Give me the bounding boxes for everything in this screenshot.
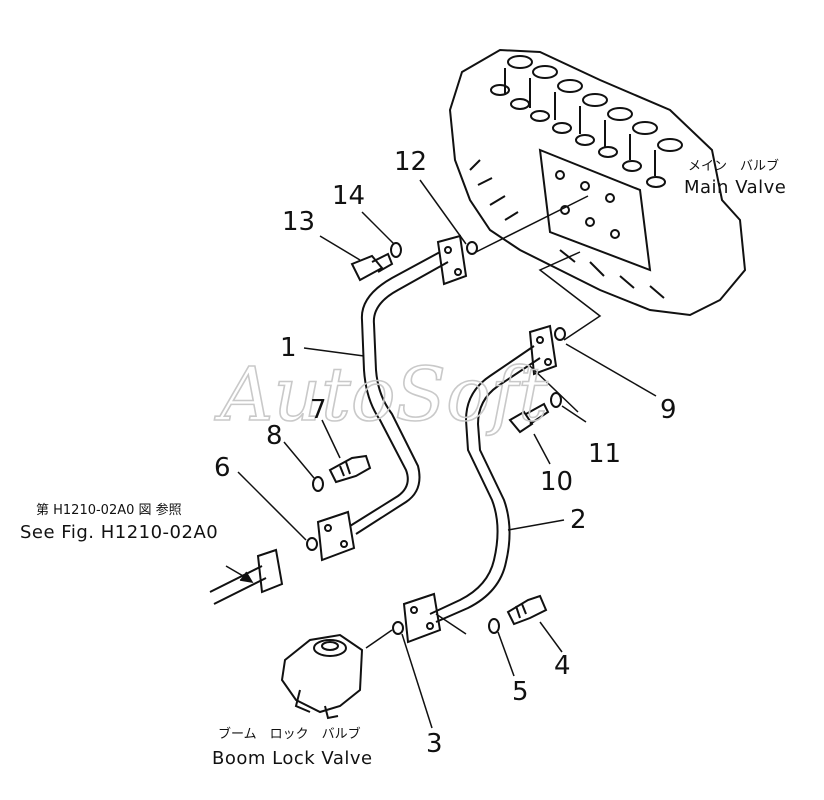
bolt-4: [506, 594, 548, 626]
main-valve-label-jp: メイン バルブ: [688, 158, 779, 174]
part-number-14: 14: [332, 181, 365, 211]
washer-14: [390, 242, 402, 258]
part-number-10: 10: [540, 467, 573, 497]
boom-lock-valve-label-en: Boom Lock Valve: [212, 748, 373, 769]
flange-3: [402, 592, 442, 644]
pipe-2: [429, 345, 541, 623]
o-ring-12: [466, 241, 478, 255]
part-number-callouts: 1 2 3 4 5 6 7 8 9 10 11 12 13 14: [214, 147, 677, 759]
part-number-13: 13: [282, 207, 315, 237]
boom-lock-valve-illustration: [280, 633, 364, 720]
o-ring-3: [392, 621, 404, 635]
part-number-12: 12: [394, 147, 427, 177]
part-number-11: 11: [588, 439, 621, 469]
part-number-8: 8: [266, 421, 283, 451]
pipe-1: [349, 251, 449, 535]
washer-5: [488, 618, 500, 634]
part-number-4: 4: [554, 651, 571, 681]
main-valve-label-en: Main Valve: [684, 177, 786, 198]
part-number-2: 2: [570, 505, 587, 535]
part-number-1: 1: [280, 333, 297, 363]
part-number-6: 6: [214, 453, 231, 483]
leader-lines: [225, 179, 657, 729]
part-number-5: 5: [512, 677, 529, 707]
main-valve-illustration: [448, 48, 747, 317]
reference-label-jp: 第 H1210-02A0 図 参照: [36, 502, 182, 518]
boom-lock-valve-label-jp: ブーム ロック バルブ: [218, 726, 361, 742]
part-number-9: 9: [660, 395, 677, 425]
washer-11: [550, 392, 562, 408]
o-ring-6: [306, 537, 318, 551]
bolt-7: [328, 454, 372, 484]
bolt-10: [508, 402, 550, 434]
flange-12: [436, 234, 468, 286]
flange-6: [316, 510, 356, 562]
bolt-13: [350, 252, 394, 282]
washer-8: [312, 476, 324, 492]
part-number-3: 3: [426, 729, 443, 759]
flange-9: [528, 324, 558, 376]
part-number-7: 7: [310, 395, 327, 425]
o-rings-and-washers: [306, 241, 566, 635]
watermark: AutoSoft: [214, 352, 548, 438]
referenced-pipe: [209, 548, 284, 605]
o-ring-9: [554, 327, 566, 341]
component-labels: メイン バルブ Main Valve 第 H1210-02A0 図 参照 See…: [20, 158, 786, 769]
reference-label-en: See Fig. H1210-02A0: [20, 522, 218, 543]
